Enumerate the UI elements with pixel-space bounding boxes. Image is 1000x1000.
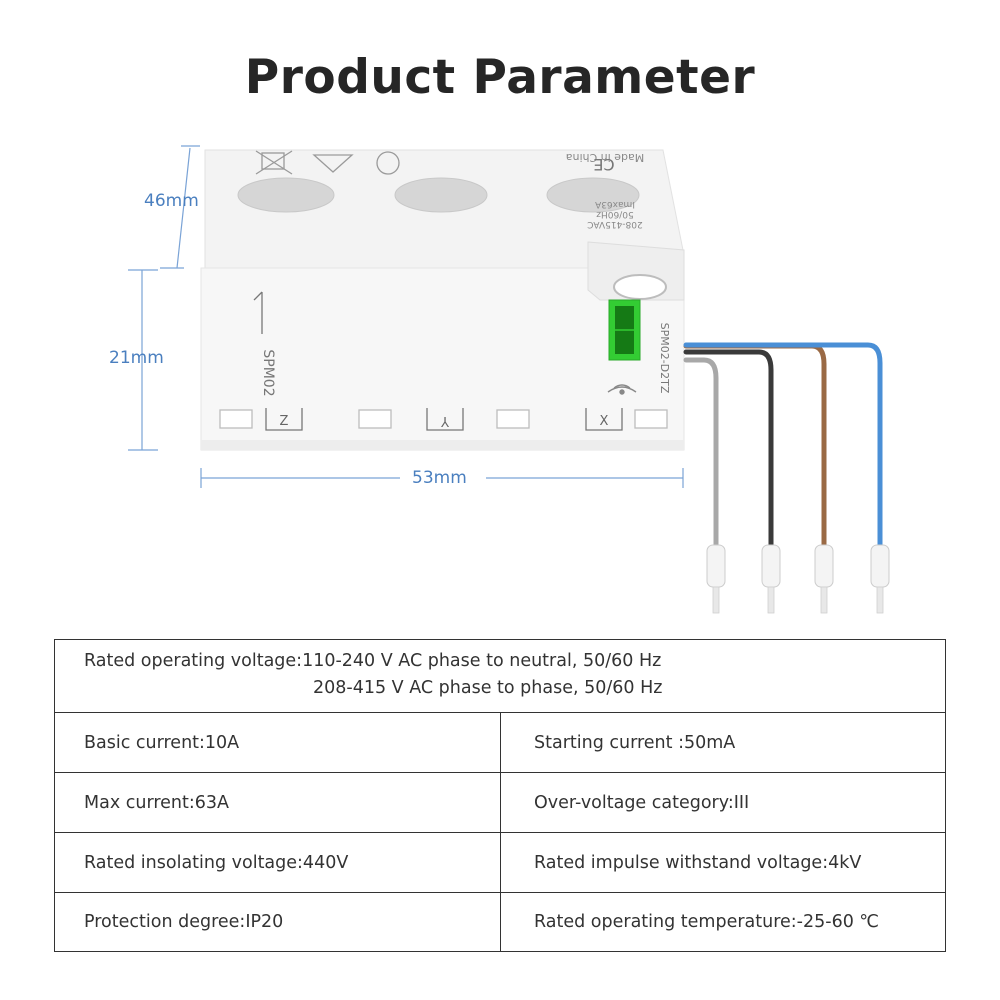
rating-line-3: Imax63A <box>594 199 635 209</box>
width-dimension-label: 53mm <box>412 468 467 488</box>
wire-ferrule <box>814 544 834 588</box>
wireless-icon <box>607 384 637 395</box>
parameter-table: Rated operating voltage:110-240 V AC pha… <box>54 639 946 952</box>
table-row: Protection degree:IP20 Rated operating t… <box>55 893 945 951</box>
rating-line-2: 50/60Hz <box>596 209 634 219</box>
table-row: Basic current:10A Starting current :50mA <box>55 713 945 773</box>
over-voltage-category: Over-voltage category:III <box>534 792 750 813</box>
dimension-lines <box>128 145 684 488</box>
operating-temperature: Rated operating temperature:-25-60 ℃ <box>534 912 880 932</box>
through-holes <box>237 177 640 213</box>
page-title: Product Parameter <box>244 50 756 105</box>
terminal-x-label: X <box>600 414 609 429</box>
device-illustration: Made in China CE 208-415VAC 50/60Hz Imax… <box>128 145 890 614</box>
protection-degree: Protection degree:IP20 <box>55 893 501 951</box>
model-side-label: SPM02 <box>260 349 276 396</box>
terminal-slots <box>219 409 668 429</box>
terminal-z-label: Z <box>280 414 289 429</box>
voltage-line-1: Rated operating voltage:110-240 V AC pha… <box>84 651 662 671</box>
wire-ferrule <box>870 544 890 588</box>
terminal-y-label: Y <box>441 413 450 428</box>
reset-button[interactable] <box>608 299 641 361</box>
depth-dimension-label: 46mm <box>144 191 199 211</box>
height-dimension-label: 21mm <box>109 348 164 368</box>
model-front-label: SPM02-D2TZ <box>658 323 671 394</box>
wire-pin <box>767 586 775 614</box>
gray-wire <box>683 357 719 548</box>
ce-mark: CE <box>593 155 614 174</box>
starting-current: Starting current :50mA <box>534 732 736 753</box>
blue-wire <box>683 342 883 548</box>
wire-pin <box>820 586 828 614</box>
top-markings <box>255 150 400 175</box>
terminal-labels <box>265 408 623 431</box>
table-row: Rated insolating voltage:440V Rated impu… <box>55 833 945 893</box>
wire-pin <box>876 586 884 614</box>
max-current: Max current:63A <box>55 773 501 832</box>
made-in-label: Made in China <box>566 151 644 164</box>
rated-insulating-voltage: Rated insolating voltage:440V <box>55 833 501 892</box>
voltage-row: Rated operating voltage:110-240 V AC pha… <box>55 640 945 713</box>
brown-wire <box>683 343 827 548</box>
wires <box>683 342 890 614</box>
black-wire <box>683 349 774 548</box>
wire-ferrule <box>761 544 781 588</box>
voltage-line-2: 208-415 V AC phase to phase, 50/60 Hz <box>313 678 663 698</box>
basic-current: Basic current:10A <box>55 713 501 772</box>
wire-pin <box>712 586 720 614</box>
rated-impulse-voltage: Rated impulse withstand voltage:4kV <box>534 852 862 873</box>
wire-ferrule <box>706 544 726 588</box>
rating-line-1: 208-415VAC <box>587 219 642 229</box>
table-row: Max current:63A Over-voltage category:II… <box>55 773 945 833</box>
